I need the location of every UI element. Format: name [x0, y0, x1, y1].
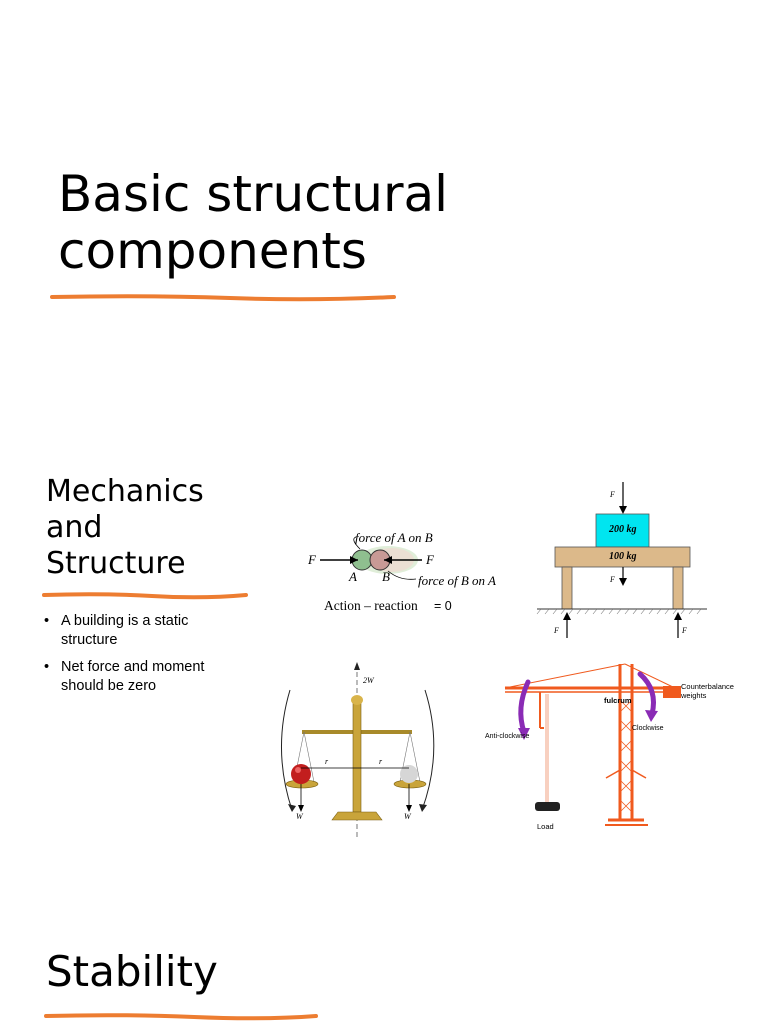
bullet-list: • A building is a static structure • Net… — [44, 612, 244, 704]
list-item: • Net force and moment should be zero — [44, 658, 244, 696]
equation-text: Action – reaction — [324, 598, 418, 613]
label-f-right: F — [426, 552, 434, 567]
title-underline-1 — [50, 294, 396, 302]
label-r-left: r — [325, 757, 329, 766]
action-reaction-diagram: force of A on B force of B on A F F A B … — [300, 525, 515, 620]
list-item: • A building is a static structure — [44, 612, 244, 650]
label-anti-clockwise: Anti-clockwise — [485, 733, 530, 740]
label-force-a-on-b: force of A on B — [355, 530, 433, 545]
slide-title-basic-structural-components: Basic structural components — [58, 166, 448, 280]
action-reaction-graphic — [320, 536, 422, 580]
label-w-left: W — [296, 812, 303, 821]
title-line-2: components — [58, 222, 367, 280]
slide-title-mechanics-and-structure: Mechanics and Structure — [46, 474, 204, 582]
bullet-mark: • — [44, 613, 50, 629]
title-underline-3 — [44, 1013, 318, 1021]
block-label-200kg: 200 kg — [609, 524, 637, 535]
label-counterbalance-weights: Counterbalance weights — [681, 682, 734, 700]
label-r-right: r — [379, 757, 383, 766]
label-f-left: F — [308, 552, 316, 567]
balance-scale-graphic — [281, 662, 435, 838]
table-label-100kg: 100 kg — [609, 551, 637, 562]
title-line-3: Structure — [46, 546, 186, 581]
title-line-1: Basic structural — [58, 165, 449, 223]
title-underline-2 — [42, 592, 248, 600]
bullet-mark: • — [44, 659, 50, 675]
label-load: Load — [537, 822, 554, 831]
label-force-b-on-a: force of B on A — [418, 573, 496, 588]
slide-title-stability: Stability — [46, 947, 218, 996]
label-b: B — [382, 569, 390, 584]
label-2w: 2W — [363, 676, 374, 685]
title-line-2: and — [46, 510, 103, 545]
force-label-mid: F — [610, 575, 615, 584]
equation-equals: = 0 — [434, 599, 452, 613]
bullet-text: A building is a static structure — [61, 613, 189, 648]
force-label-left: F — [554, 626, 559, 635]
force-label-top: F — [610, 490, 615, 499]
table-forces-diagram: 200 kg 100 kg F F F F — [535, 480, 715, 645]
tower-crane-diagram: Counterbalance weights fulcrum Anti-cloc… — [480, 660, 750, 840]
balance-scale-diagram: 2W r r W W — [270, 660, 445, 840]
table-graphic — [536, 482, 707, 638]
force-label-right: F — [682, 626, 687, 635]
label-clockwise: Clockwise — [632, 725, 664, 732]
title-line-1: Mechanics — [46, 474, 204, 509]
tower-crane-graphic — [504, 663, 681, 826]
label-w-right: W — [404, 812, 411, 821]
label-fulcrum: fulcrum — [604, 696, 632, 705]
bullet-text: Net force and moment should be zero — [61, 659, 205, 694]
label-a: A — [349, 569, 357, 584]
